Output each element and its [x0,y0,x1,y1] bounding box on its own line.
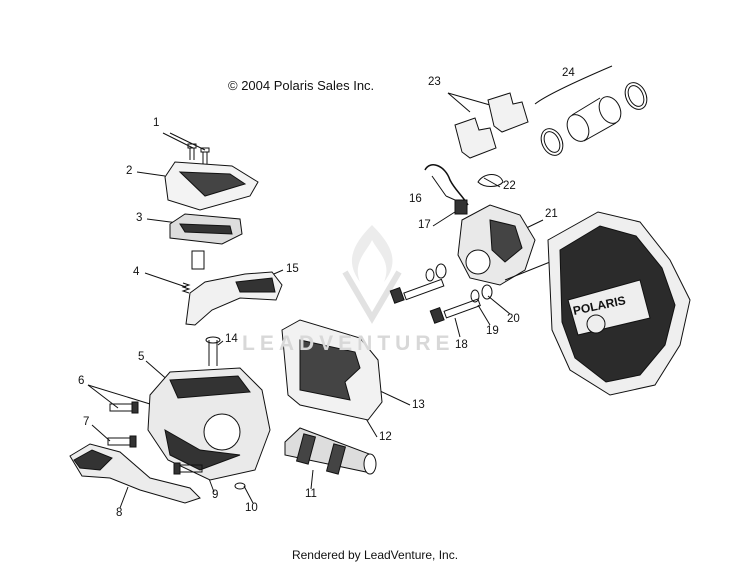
callout-13[interactable]: 13 [412,399,425,411]
callout-19[interactable]: 19 [486,325,499,337]
callout-3[interactable]: 3 [136,212,143,224]
callout-9[interactable]: 9 [212,489,219,501]
callout-6[interactable]: 6 [78,375,85,387]
callout-11[interactable]: 11 [305,488,317,500]
callout-8[interactable]: 8 [116,507,123,519]
callout-4[interactable]: 4 [133,266,140,278]
callout-10[interactable]: 10 [245,502,258,514]
fitting-part-17 [454,199,468,215]
callout-18[interactable]: 18 [455,339,468,351]
bracket-24 [534,65,613,105]
copyright-notice: © 2004 Polaris Sales Inc. [228,78,375,93]
callout-23[interactable]: 23 [428,76,441,88]
callout-1[interactable]: 1 [153,117,160,129]
brake-pads-part-23 [454,92,529,159]
callout-15[interactable]: 15 [286,263,299,275]
callout-5[interactable]: 5 [138,351,145,363]
rendered-by-footer: Rendered by LeadVenture, Inc. [291,548,459,562]
brake-line-part-16 [424,164,469,206]
callout-24[interactable]: 24 [562,67,575,79]
callout-12[interactable]: 12 [379,431,392,443]
washer-part-10 [234,482,246,490]
washers-part-19-20 [425,263,493,303]
bolts-part-18 [389,278,481,324]
clip-part-22 [477,174,504,187]
bolts-part-6-7 [107,401,203,475]
spring-part-4 [181,250,205,294]
callout-16[interactable]: 16 [409,193,422,205]
screws-part-1 [187,143,210,164]
callout-20[interactable]: 20 [507,313,520,325]
watermark-text: LEADVENTURE [242,332,455,355]
callout-17[interactable]: 17 [418,219,431,231]
callout-22[interactable]: 22 [503,180,516,192]
callout-14[interactable]: 14 [225,333,238,345]
pin-part-14 [205,336,221,366]
watermark-logo [342,225,402,324]
callout-2[interactable]: 2 [126,165,133,177]
piston-part-11 [284,427,377,475]
pistons-part-24 [540,82,648,156]
callout-7[interactable]: 7 [83,416,90,428]
callout-21[interactable]: 21 [545,208,558,220]
